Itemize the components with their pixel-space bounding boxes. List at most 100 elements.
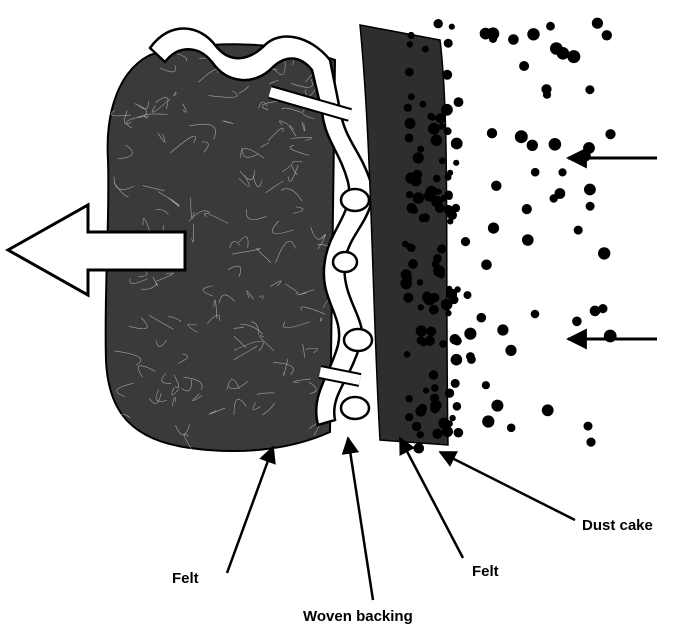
dust-particle	[480, 28, 492, 40]
dust-particle	[427, 113, 434, 120]
dust-particle	[412, 170, 422, 180]
dust-particle	[446, 286, 452, 292]
dust-particle	[491, 400, 503, 412]
dust-particle	[403, 293, 413, 303]
label-dust-cake: Dust cake	[582, 517, 653, 534]
dust-particle	[417, 279, 423, 285]
dust-particle	[431, 135, 443, 147]
dust-particle	[405, 68, 414, 77]
dust-particle	[590, 306, 601, 317]
dust-particle	[461, 237, 470, 246]
dust-particle	[420, 101, 427, 108]
dust-particle	[405, 413, 413, 421]
dust-particle	[497, 324, 508, 335]
dust-particle	[430, 400, 441, 411]
dust-particle	[428, 123, 440, 135]
dust-particle	[481, 260, 492, 271]
dust-particle	[527, 28, 539, 40]
dust-particle	[454, 428, 464, 438]
dust-particle	[453, 160, 459, 166]
dust-particle	[441, 104, 453, 116]
dust-particle	[406, 243, 413, 250]
dust-particle	[434, 19, 443, 28]
dust-particle	[583, 142, 595, 154]
dust-particle	[522, 204, 532, 214]
dust-particle	[405, 118, 416, 129]
dust-particle	[519, 61, 529, 71]
dust-particle	[505, 345, 516, 356]
dust-particle	[426, 186, 438, 198]
dust-particle	[602, 30, 612, 40]
dust-particle	[421, 213, 430, 222]
pointer-felt-left	[227, 447, 273, 573]
dust-particle	[449, 415, 455, 421]
dust-particle	[451, 379, 460, 388]
dust-particle	[408, 93, 415, 100]
dust-particle	[423, 388, 429, 394]
dust-particle	[567, 50, 580, 63]
dust-particle	[541, 84, 551, 94]
dust-particle	[592, 18, 603, 29]
dust-particle	[451, 138, 463, 150]
dust-particle	[453, 336, 462, 345]
dust-particle	[527, 140, 538, 151]
dust-particle	[482, 415, 494, 427]
dust-particle	[574, 226, 583, 235]
dust-particle	[531, 168, 540, 177]
dust-particle	[408, 32, 415, 39]
dust-particle	[453, 402, 462, 411]
dust-particle	[454, 97, 464, 107]
dust-particle	[446, 420, 453, 427]
dust-particle	[404, 351, 411, 358]
dust-particle	[585, 85, 594, 94]
dust-particle	[418, 304, 424, 310]
dust-particle	[405, 133, 414, 142]
dust-particle	[451, 354, 463, 366]
dust-particle	[488, 223, 499, 234]
dust-particle	[487, 128, 497, 138]
dust-particle	[429, 305, 439, 315]
dust-particle	[413, 152, 424, 163]
dust-particle	[445, 310, 451, 316]
dust-particle	[464, 291, 472, 299]
dust-particle	[586, 202, 595, 211]
dust-particle	[467, 355, 476, 364]
dust-particle	[452, 204, 460, 212]
dust-particle	[558, 168, 566, 176]
dust-particle	[412, 422, 421, 431]
label-woven-backing: Woven backing	[303, 608, 413, 625]
dust-particle	[442, 70, 452, 80]
dust-particle	[531, 310, 540, 319]
dust-particle	[433, 175, 441, 183]
dust-particle	[429, 370, 439, 380]
dust-particle	[417, 146, 424, 153]
dust-particle	[555, 188, 566, 199]
dust-particle	[522, 234, 534, 246]
dust-particle	[408, 259, 418, 269]
pointer-dust-cake	[440, 452, 575, 520]
dust-particle	[507, 424, 516, 433]
dust-particle	[549, 138, 562, 151]
dust-particle	[550, 42, 563, 55]
dust-particle	[406, 191, 413, 198]
dust-particle	[417, 431, 424, 438]
dust-particle	[542, 404, 554, 416]
dust-particle	[404, 104, 412, 112]
dust-particle	[414, 443, 425, 454]
dust-particle	[435, 203, 445, 213]
dust-particle	[422, 46, 429, 53]
label-felt-right: Felt	[472, 563, 499, 580]
dust-particle	[584, 184, 596, 196]
dust-particle	[598, 247, 610, 259]
dust-particle	[406, 395, 413, 402]
dust-particle	[605, 129, 615, 139]
dust-particle	[437, 244, 446, 253]
dust-particle	[477, 313, 487, 323]
dust-particle	[447, 170, 453, 176]
dust-particle	[584, 422, 593, 431]
dust-particle	[426, 327, 436, 337]
dust-particle	[586, 438, 595, 447]
dust-particle	[482, 381, 490, 389]
dust-particle	[439, 340, 447, 348]
